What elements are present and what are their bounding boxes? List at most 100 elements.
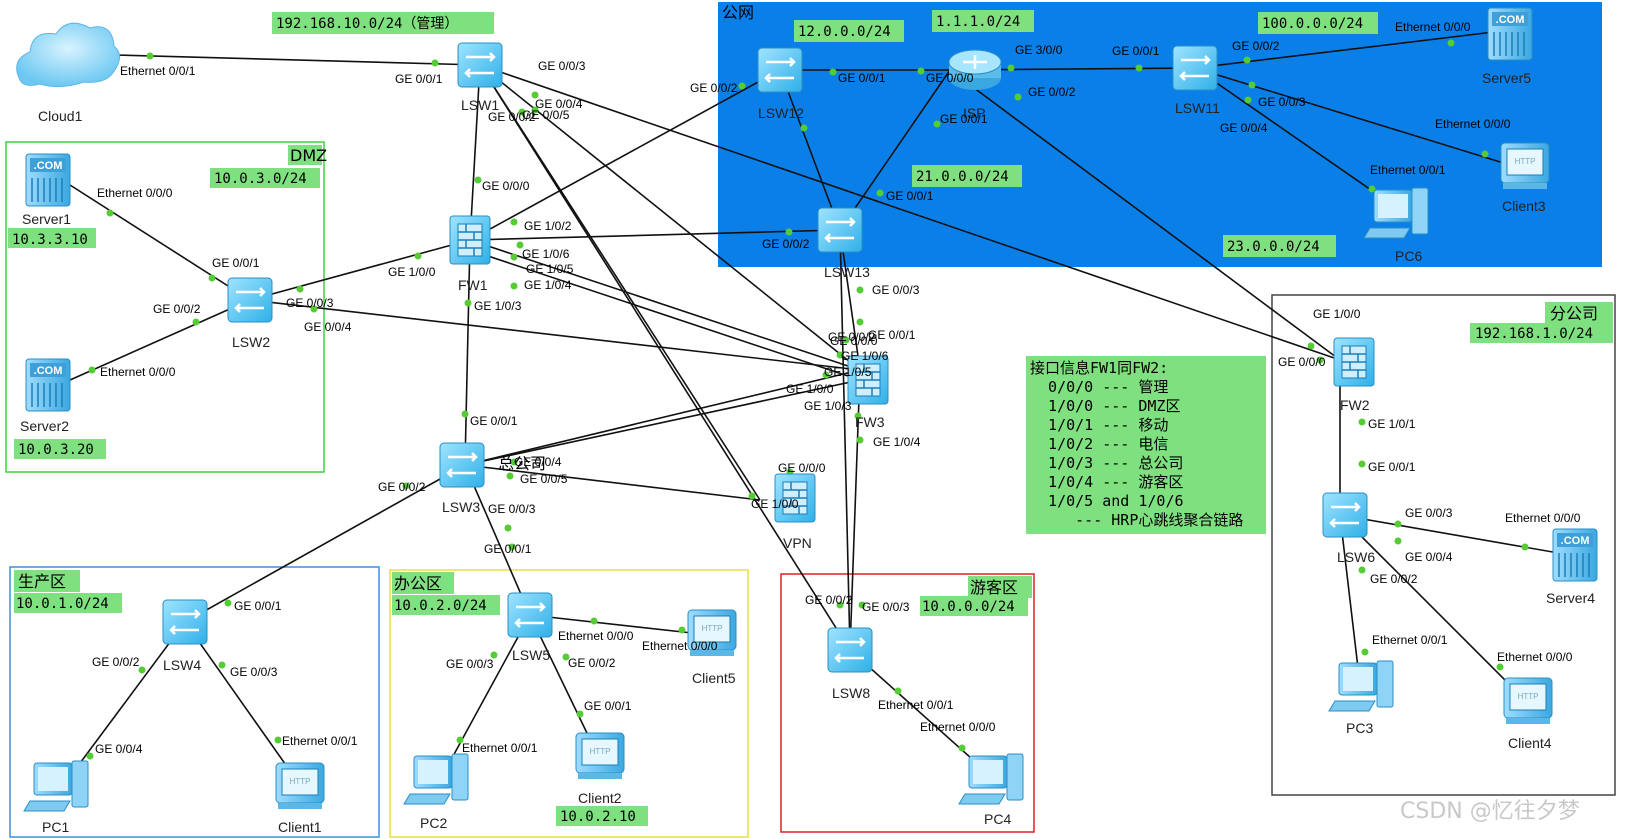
server2-label: Server2 [20,418,69,434]
port-label: GE 0/0/1 [212,256,260,270]
branch-subnet: 192.168.1.0/24 [1475,326,1593,342]
dmz-zone-title: DMZ [290,146,327,165]
client2[interactable] [575,732,625,780]
server1[interactable] [25,153,71,207]
lsw3[interactable] [438,441,486,489]
port-label: Ethernet 0/0/0 [1395,20,1471,34]
port-label: GE 0/0/1 [234,599,282,613]
lsw13-label: LSW13 [824,264,870,280]
server4[interactable] [1552,528,1598,582]
legend-line: 1/0/1 --- 移动 [1030,416,1168,434]
port-label: Ethernet 0/0/0 [558,629,634,643]
net-12-tag: 12.0.0.0/24 [798,24,891,40]
port-label: Ethernet 0/0/0 [1435,117,1511,131]
lsw8-label: LSW8 [832,685,870,701]
lsw1-label: LSW1 [461,97,499,113]
links [59,29,1571,791]
port-label: GE 1/0/5 [824,365,872,379]
fw2-label: FW2 [1340,397,1370,413]
port-label: GE 0/0/5 [522,108,570,122]
lsw2[interactable] [226,276,274,324]
vpn-label: VPN [783,535,812,551]
zongbu-label: 总公司 [498,454,546,473]
server4-label: Server4 [1546,590,1595,606]
port-label: GE 3/0/0 [1015,43,1063,57]
guest-zone-title: 游客区 [970,578,1018,597]
lsw12[interactable] [756,46,804,94]
port-label: Ethernet 0/0/0 [920,720,996,734]
fw1[interactable] [449,215,491,265]
pc2[interactable] [403,753,469,805]
dmz-zone [5,141,325,473]
pc4[interactable] [958,753,1024,805]
client2-ip: 10.0.2.10 [560,809,636,825]
client3-label: Client3 [1502,198,1546,214]
isp-label: ISP [963,105,986,121]
legend-line: 1/0/5 and 1/0/6 [1030,492,1184,510]
port-label: GE 1/0/4 [524,278,572,292]
lsw5[interactable] [506,591,554,639]
watermark: CSDN @忆往夕梦 [1400,799,1580,824]
branch-zone-title: 分公司 [1550,304,1598,323]
lsw13[interactable] [816,206,864,254]
port-label: GE 0/0/2 [92,655,140,669]
port-label: GE 0/0/1 [470,414,518,428]
port-label: GE 0/0/4 [304,320,352,334]
port-label: GE 0/0/1 [395,72,443,86]
pc4-label: PC4 [984,811,1011,827]
port-label: GE 0/0/0 [778,461,826,475]
fw2[interactable] [1333,337,1375,387]
lsw8[interactable] [826,626,874,674]
server5[interactable] [1487,7,1533,61]
client2-label: Client2 [578,790,622,806]
port-label: GE 1/0/6 [522,247,570,261]
lsw4[interactable] [161,598,209,646]
fw3[interactable] [847,355,889,405]
lsw1[interactable] [456,41,504,89]
client1[interactable] [275,762,325,810]
port-label: GE 0/0/3 [446,657,494,671]
port-label: GE 0/0/3 [872,283,920,297]
port-label: GE 0/0/0 [1278,355,1326,369]
lsw11[interactable] [1171,44,1219,92]
port-label: GE 0/0/3 [488,502,536,516]
port-label: GE 0/0/5 [520,472,568,486]
client3[interactable] [1500,142,1550,190]
port-label: GE 0/0/4 [514,455,562,469]
pc2-label: PC2 [420,815,447,831]
server5-label: Server5 [1482,70,1531,86]
port-label: GE 0/0/2 [1028,85,1076,99]
lsw4-label: LSW4 [163,657,201,673]
server2[interactable] [25,358,71,412]
port-label: GE 0/0/4 [1405,550,1453,564]
port-label: GE 0/0/3 [230,665,278,679]
interface-legend [1026,356,1266,534]
server1-label: Server1 [22,211,71,227]
port-label: GE 0/0/3 [862,600,910,614]
server1-ip: 10.3.3.10 [12,232,88,248]
port-label: GE 1/0/0 [751,497,799,511]
port-label: GE 0/0/1 [1112,44,1160,58]
production-subnet: 10.0.1.0/24 [16,596,109,612]
port-label: GE 0/0/1 [838,71,886,85]
port-label: GE 0/0/0 [926,71,974,85]
public-zone-title: 公网 [722,3,754,22]
port-label: GE 0/0/1 [1368,460,1416,474]
pc3[interactable] [1328,660,1394,712]
port-label: Ethernet 0/0/0 [1505,511,1581,525]
lsw2-label: LSW2 [232,334,270,350]
pc1-label: PC1 [42,819,69,835]
pc6[interactable] [1363,187,1429,239]
lsw6[interactable] [1321,491,1369,539]
port-label: GE 1/0/3 [804,399,852,413]
client4[interactable] [1503,677,1553,725]
net-1-tag: 1.1.1.0/24 [936,14,1020,30]
office-subnet: 10.0.2.0/24 [394,598,487,614]
pc1[interactable] [23,760,89,812]
port-label: Ethernet 0/0/1 [1370,163,1446,177]
office-zone [389,569,749,838]
net-23-tag: 23.0.0.0/24 [1227,239,1320,255]
cloud1[interactable] [16,22,120,88]
cloud1-label: Cloud1 [38,108,83,124]
